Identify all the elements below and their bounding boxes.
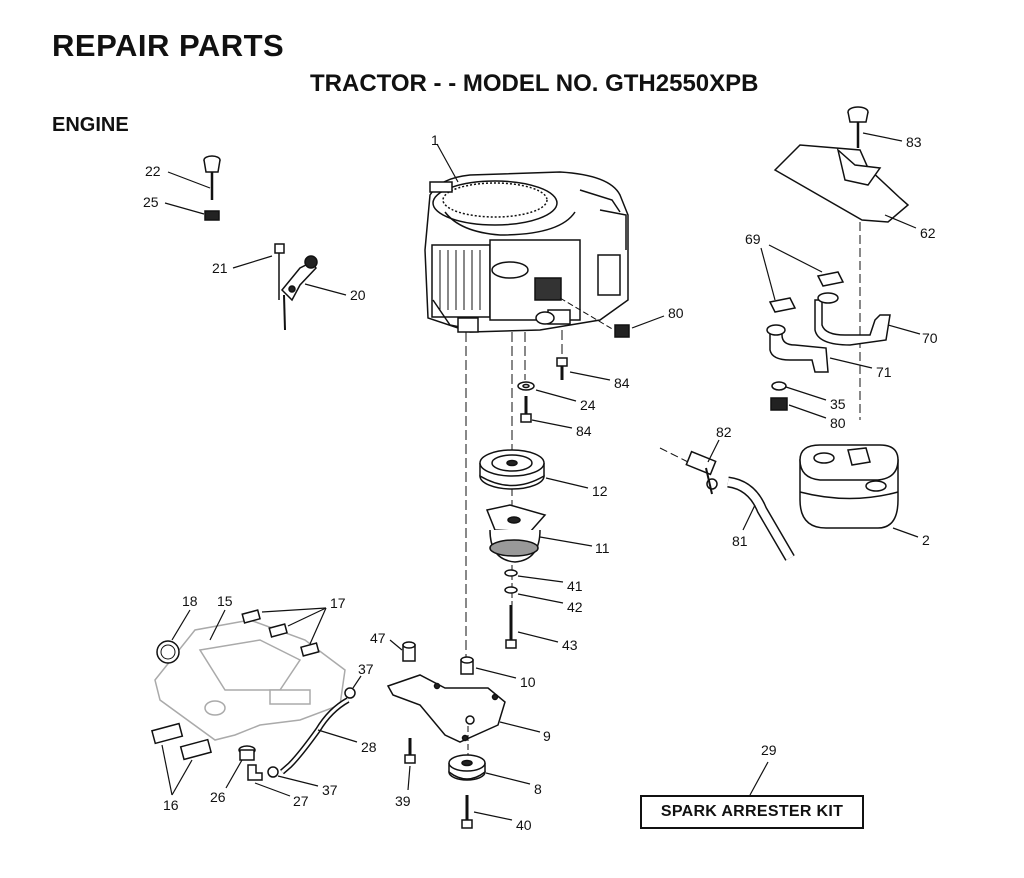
callout-82: 82 [716, 424, 732, 440]
pipe-part-71[interactable] [766, 324, 829, 373]
callout-18: 18 [182, 593, 198, 609]
clutch-part-11[interactable] [485, 504, 547, 563]
bracket-part-9[interactable] [386, 674, 506, 743]
washer-part-24[interactable] [517, 381, 535, 391]
callout-27: 27 [293, 793, 309, 809]
callout-11: 11 [595, 540, 610, 556]
callout-84-upper: 84 [614, 375, 630, 391]
callout-35: 35 [830, 396, 846, 412]
fitting-part-82[interactable] [685, 450, 718, 495]
callout-15: 15 [217, 593, 233, 609]
idler-pulley-part-8[interactable] [448, 754, 486, 781]
fitting-part-26[interactable] [238, 745, 256, 761]
callout-21: 21 [212, 260, 228, 276]
callout-70: 70 [922, 330, 938, 346]
callout-26: 26 [210, 789, 226, 805]
callout-69: 69 [745, 231, 761, 247]
model-subtitle: TRACTOR - - MODEL NO. GTH2550XPB [310, 70, 759, 97]
engine-part[interactable] [424, 171, 629, 333]
pulley-part-12[interactable] [479, 449, 545, 490]
callout-41: 41 [567, 578, 583, 594]
callout-80-exhaust: 80 [830, 415, 846, 431]
hose-part-81[interactable] [727, 476, 795, 561]
callout-29: 29 [761, 742, 777, 758]
fuel-hose-part-28[interactable] [280, 697, 350, 775]
clamp-part-37-upper[interactable] [344, 687, 356, 699]
callout-25: 25 [143, 194, 159, 210]
bolt-part-39[interactable] [404, 738, 416, 764]
nut-part-80-exhaust[interactable] [770, 397, 788, 411]
throttle-part-20[interactable] [274, 243, 318, 331]
washer-part-42[interactable] [504, 586, 518, 594]
spacer-part-47[interactable] [402, 641, 416, 662]
callout-80-engine: 80 [668, 305, 684, 321]
callout-84-lower: 84 [576, 423, 592, 439]
pipe-part-70[interactable] [814, 292, 891, 346]
spacer-part-10[interactable] [460, 656, 474, 675]
callout-39: 39 [395, 793, 411, 809]
bolt-part-40[interactable] [461, 795, 473, 829]
pad-part-16[interactable] [151, 722, 212, 761]
section-heading: ENGINE [52, 114, 129, 136]
callout-71: 71 [876, 364, 892, 380]
spark-arrester-kit-label: SPARK ARRESTER KIT [640, 795, 864, 829]
callout-47: 47 [370, 630, 386, 646]
callout-12: 12 [592, 483, 608, 499]
bolt-part-84-upper[interactable] [556, 357, 568, 380]
callout-10: 10 [520, 674, 536, 690]
callout-1: 1 [431, 132, 439, 148]
callout-28: 28 [361, 739, 377, 755]
housing-part-15[interactable] [154, 619, 346, 741]
callout-42: 42 [567, 599, 583, 615]
nut-part-25[interactable] [204, 210, 220, 221]
washer-part-35[interactable] [771, 381, 787, 391]
callout-9: 9 [543, 728, 551, 744]
knob-part-22[interactable] [203, 155, 221, 200]
callout-40: 40 [516, 817, 532, 833]
page-title: REPAIR PARTS [52, 28, 285, 63]
callout-22: 22 [145, 163, 161, 179]
callout-43: 43 [562, 637, 578, 653]
callout-8: 8 [534, 781, 542, 797]
callout-16: 16 [163, 797, 179, 813]
clamp-part-37-lower[interactable] [267, 766, 279, 778]
callout-83: 83 [906, 134, 922, 150]
callout-2: 2 [922, 532, 930, 548]
gasket-part-18[interactable] [156, 640, 180, 664]
callout-24: 24 [580, 397, 596, 413]
knob-part-83[interactable] [847, 106, 869, 148]
callout-37-lower: 37 [322, 782, 338, 798]
bolt-part-84-lower[interactable] [520, 396, 532, 423]
nut-part-80-engine[interactable] [614, 324, 630, 338]
callout-17: 17 [330, 595, 346, 611]
callout-20: 20 [350, 287, 366, 303]
heat-shield-part-62[interactable] [773, 144, 910, 223]
pad-part-17[interactable] [241, 609, 320, 657]
gasket-part-69[interactable] [768, 271, 845, 313]
callout-81: 81 [732, 533, 748, 549]
callout-62: 62 [920, 225, 936, 241]
callout-37-upper: 37 [358, 661, 374, 677]
elbow-part-27[interactable] [247, 764, 263, 781]
muffler-part-2[interactable] [799, 444, 899, 529]
washer-part-41[interactable] [504, 569, 518, 577]
bolt-part-43[interactable] [505, 605, 517, 649]
